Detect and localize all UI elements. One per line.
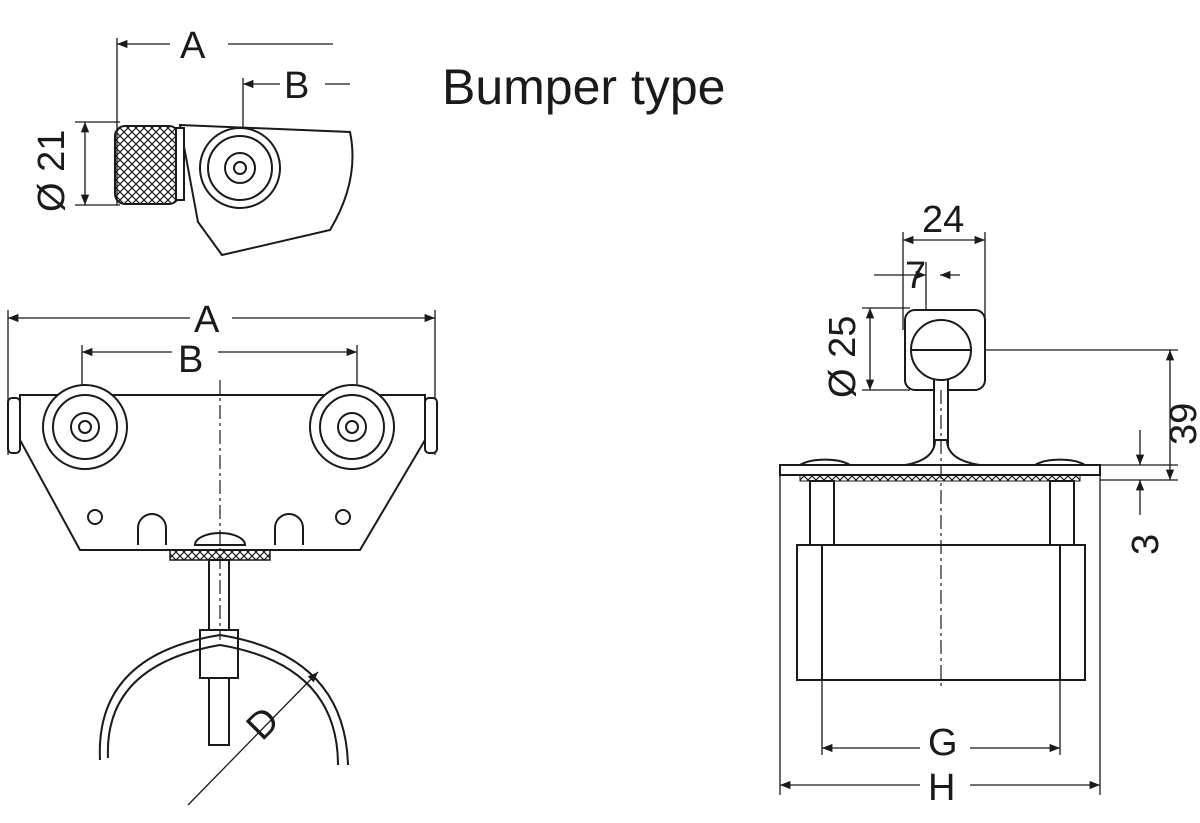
top-dim-a: A <box>180 25 206 67</box>
side-dim-7: 7 <box>905 255 926 297</box>
side-dim-24: 24 <box>922 199 964 241</box>
wheel <box>199 127 281 209</box>
bumper <box>114 125 180 205</box>
front-dim-a: A <box>194 299 220 341</box>
side-dim-g: G <box>928 722 958 764</box>
front-dim-d: D <box>239 699 288 748</box>
drawing-title: Bumper type <box>442 59 725 115</box>
side-view: 24 7 Ø 25 39 3 <box>779 199 1200 809</box>
top-dim-diameter: Ø 21 <box>31 130 73 212</box>
top-dim-b: B <box>284 65 309 107</box>
side-dim-3: 3 <box>1125 534 1167 555</box>
side-dim-39: 39 <box>1163 403 1200 445</box>
front-view: A B D <box>7 299 438 806</box>
side-dim-h: H <box>928 767 955 809</box>
top-view: A B Ø 21 <box>31 25 354 257</box>
front-dim-b: B <box>178 339 203 381</box>
side-dim-diameter: Ø 25 <box>822 316 864 398</box>
